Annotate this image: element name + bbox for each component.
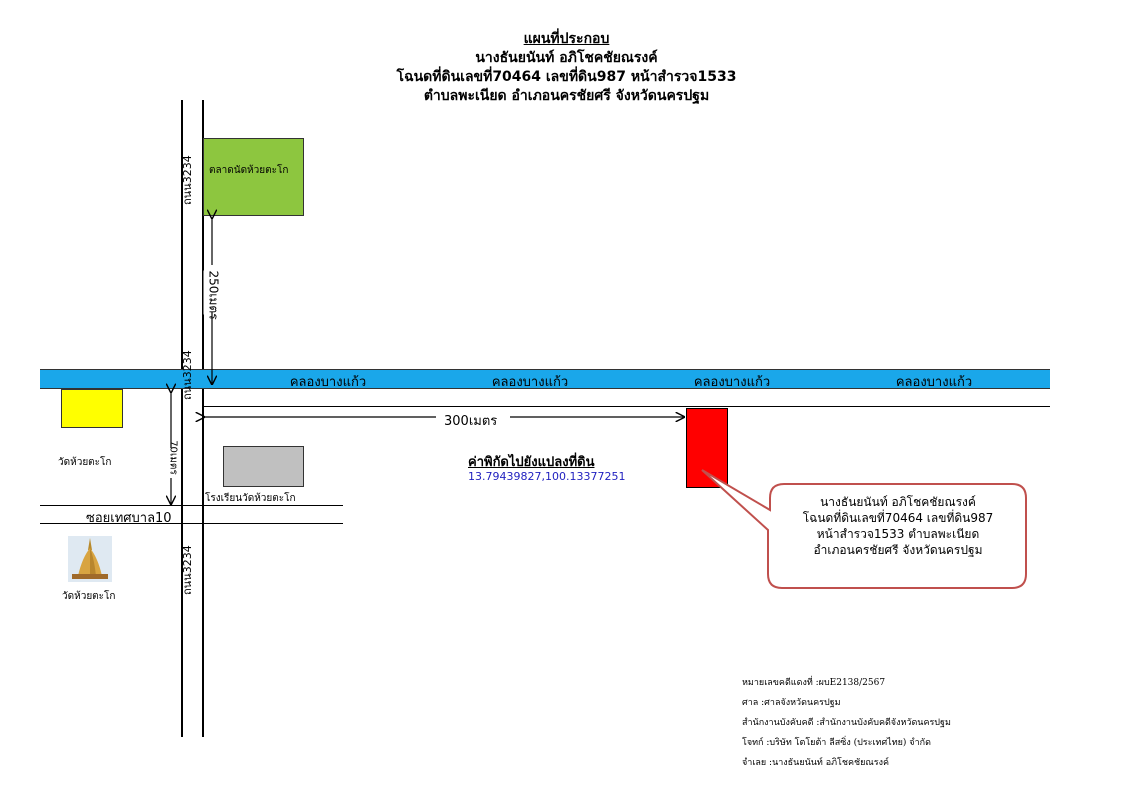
temple-photo-label: วัดห้วยตะโก [62,591,116,602]
distance-plot-label: 300เมตร [441,410,501,431]
callout-line: อำเภอนครชัยศรี จังหวัดนครปฐม [813,543,983,557]
temple-label: วัดห้วยตะโก [58,457,112,468]
map-title-block: แผนที่ประกอบ นางธันยนันท์ อภิโชคชัยณรงค์… [0,30,1133,106]
canal-label: คลองบางแก้ว [693,375,771,390]
case-info-footer: หมายเลขคดีแดงที่ :ผบE2138/2567 ศาล :ศาลจ… [742,673,951,773]
soi-label: ซอยเทศบาล10 [86,511,172,526]
market-label: ตลาดนัดห้วยตะโก [209,165,289,176]
pagoda-icon [68,536,112,582]
map-title: แผนที่ประกอบ [523,31,610,47]
market-marker: ตลาดนัดห้วยตะโก [203,138,304,216]
deed-info: โฉนดที่ดินเลขที่70464 เลขที่ดิน987 หน้าส… [396,69,737,85]
plaintiff: โจทก์ :บริษัท โตโยต้า ลีสซิ่ง (ประเทศไทย… [742,738,931,748]
case-number: หมายเลขคดีแดงที่ :ผบE2138/2567 [742,678,886,688]
callout-line: นางธันยนันท์ อภิโชคชัยณรงค์ [820,495,976,509]
main-road-left-edge [181,100,183,737]
school-marker [223,446,304,487]
school-label: โรงเรียนวัดห้วยตะโก [205,493,296,504]
soi-top-edge [40,505,343,506]
owner-name: นางธันยนันท์ อภิโชคชัยณรงค์ [475,50,658,66]
location-info: ตำบลพะเนียด อำเภอนครชัยศรี จังหวัดนครปฐม [423,88,710,104]
canal [40,369,1050,389]
temple-marker [61,389,123,428]
callout-line: หน้าสำรวจ1533 ตำบลพะเนียด [816,527,980,541]
court-name: ศาล :ศาลจังหวัดนครปฐม [742,698,841,708]
coordinate-value: 13.79439827,100.13377251 [468,470,626,483]
canal-label: คลองบางแก้ว [289,375,367,390]
callout-line: โฉนดที่ดินเลขที่70464 เลขที่ดิน987 [802,511,994,525]
enforcement-office: สำนักงานบังคับคดี :สำนักงานบังคับคดีจังห… [742,718,951,728]
soi-bottom-edge [40,523,343,524]
canal-label: คลองบางแก้ว [895,375,973,390]
canal-label: คลองบางแก้ว [491,375,569,390]
defendant: จำเลย :นางธันยนันท์ อภิโชคชัยณรงค์ [742,758,889,768]
coordinate-title: ค่าพิกัดไปยังแปลงที่ดิน [468,455,595,470]
canal-road-edge [203,406,1050,407]
land-plot-callout: นางธันยนันท์ อภิโชคชัยณรงค์ โฉนดที่ดินเล… [770,494,1026,558]
